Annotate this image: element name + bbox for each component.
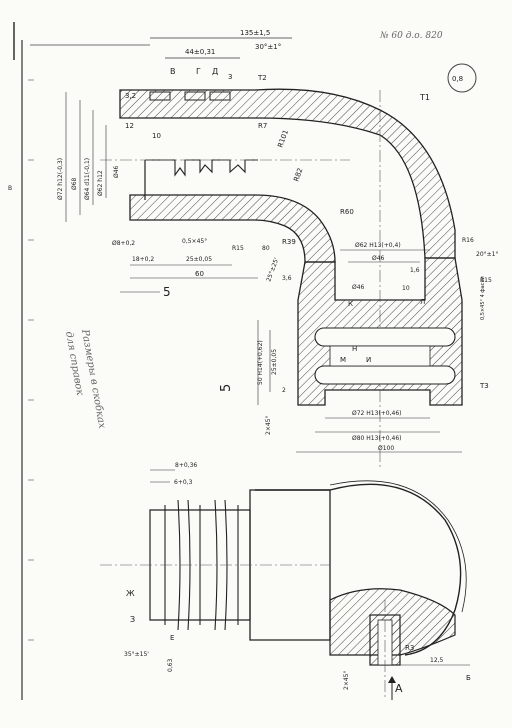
dim-chamfer: 0,5×45°: [182, 238, 207, 245]
dim-d46-mid: Ø46: [352, 284, 365, 291]
dim-5-mid: 5: [219, 384, 234, 392]
dim-angle-30: 30°±1°: [255, 43, 281, 51]
dim-d72: Ø72 h12(-0,3): [57, 158, 64, 200]
section-letter-d: Д: [212, 67, 218, 76]
dim-d72-h13: Ø72 H13(+0,46): [352, 410, 401, 417]
top-dimensions: 135±1,5 44±0,31 30°±1° В Г Д 3 Т1 Т2: [150, 29, 430, 102]
view-label-a: А: [395, 682, 403, 695]
dim-d80-h13: Ø80 H13(+0,46): [352, 435, 401, 442]
dim-3-6: 3,6: [282, 275, 292, 282]
label-r60: R60: [340, 208, 354, 216]
section-letter-v: В: [170, 67, 176, 76]
pipe-end-outline: [149, 509, 251, 621]
dim-18: 18+0,2: [132, 256, 154, 263]
vertical-dims: Ø72 h12(-0,3) Ø68 Ø64 d11(-0,1) Ø62 h12 …: [57, 92, 120, 222]
label-12: 12: [125, 122, 134, 130]
frame-ticks: [28, 79, 34, 641]
label-r101: R101: [276, 129, 290, 149]
profile-labels: 3,2 12 10 R7 R101 R82 R60 R39: [125, 92, 354, 246]
dim-60: 60: [195, 270, 204, 278]
dim-44: 44±0,31: [185, 48, 215, 56]
groove-d: [209, 91, 231, 101]
dim-2x45: 2×45°: [265, 416, 272, 435]
dim-2: 2: [282, 387, 286, 394]
oring-groove-upper: [314, 327, 456, 347]
label-t2: Т2: [257, 74, 267, 82]
dim-angle-20: 20°±1°: [476, 251, 498, 258]
label-z: З: [130, 615, 135, 624]
stamp-text: № 60 д.о. 820: [379, 31, 443, 41]
dim-0-63: 0,63: [167, 658, 174, 672]
oring-groove-lower: [314, 365, 456, 385]
dim-d68: Ø68: [71, 177, 78, 190]
dim-d46-top: Ø46: [372, 255, 385, 262]
dim-r15: R15: [232, 245, 244, 252]
bottom-view-dims: 8+0,36 6+0,3 Ж З Е 35°±15' 0,63 R3 12,5 …: [124, 462, 471, 700]
dim-2x45-b: 2×45°: [343, 671, 350, 690]
dim-8-036: 8+0,36: [175, 462, 197, 469]
right-dims: Ø62 H13(+0,4) Ø46 R16 20°±1° R15 1,6 Ø46…: [340, 237, 498, 320]
label-r82: R82: [292, 167, 304, 183]
elbow-outline-2: [329, 480, 467, 613]
dim-d64: Ø64 d11(-0,1): [84, 158, 91, 200]
roughness-circle: [447, 63, 477, 93]
label-zh: Ж: [126, 589, 135, 598]
side-letter: В: [8, 185, 12, 192]
bore-grooves: [145, 159, 258, 177]
groove-g: [184, 91, 206, 101]
elbow-outer-wall: [119, 88, 456, 259]
dim-r3: R3: [405, 644, 414, 652]
dim-d62: Ø62 h12: [97, 170, 104, 196]
dim-angle-35: 35°±15': [124, 651, 149, 658]
label-10: 10: [152, 132, 161, 140]
dim-1-6: 1,6: [410, 267, 420, 274]
roughness-value: 0,8: [452, 75, 463, 83]
label-r39: R39: [282, 238, 296, 246]
dim-80: 80: [262, 245, 270, 252]
label-3-2: 3,2: [125, 92, 136, 100]
label-t3: Т3: [479, 382, 489, 390]
flange-bore: [329, 345, 431, 367]
lower-dims: Ø8+0,2 0,5×45° 18+0,2 25±0,05 60 R15 80 …: [112, 238, 270, 299]
dim-25-mid: 25±0,05: [271, 349, 278, 375]
dim-5: 5: [163, 285, 171, 299]
label-k: К: [348, 300, 353, 308]
label-m: М: [340, 356, 346, 364]
dim-r15b: R15: [480, 277, 492, 284]
dim-r16: R16: [462, 237, 474, 244]
dim-d62-h13: Ø62 H13(+0,4): [355, 242, 401, 249]
label-t1: Т1: [419, 93, 430, 102]
dim-25: 25±0,05: [186, 256, 212, 263]
dim-50: 50 H14(+0,62): [257, 340, 264, 385]
flange-section: [297, 257, 463, 406]
label-l: Л: [420, 298, 425, 306]
dim-total-length: 135±1,5: [240, 29, 270, 37]
label-i: И: [366, 356, 371, 364]
dim-10: 10: [402, 285, 410, 292]
label-n: Н: [352, 345, 357, 353]
view-arrow-head: [388, 676, 396, 683]
label-r7: R7: [258, 122, 267, 130]
dim-6-03: 6+0,3: [174, 479, 193, 486]
groove-b: [149, 91, 171, 101]
dim-label-b: Б: [466, 674, 471, 682]
label-e: Е: [170, 634, 174, 642]
dim-d46: Ø46: [113, 165, 120, 178]
bottom-dims: Ø72 H13(+0,46) Ø80 H13(+0,46) Ø100: [296, 410, 462, 453]
dim-d8: Ø8+0,2: [112, 240, 135, 247]
dim-12-5: 12,5: [430, 657, 444, 664]
dim-d100: Ø100: [378, 445, 394, 452]
section-num-3: 3: [228, 73, 232, 81]
bottom-view: [100, 480, 467, 700]
dim-fillet: 0,5×45° 4 фаски: [480, 276, 486, 320]
section-letter-g: Г: [196, 67, 201, 76]
dim-angle-25: 25°±25': [265, 257, 280, 283]
